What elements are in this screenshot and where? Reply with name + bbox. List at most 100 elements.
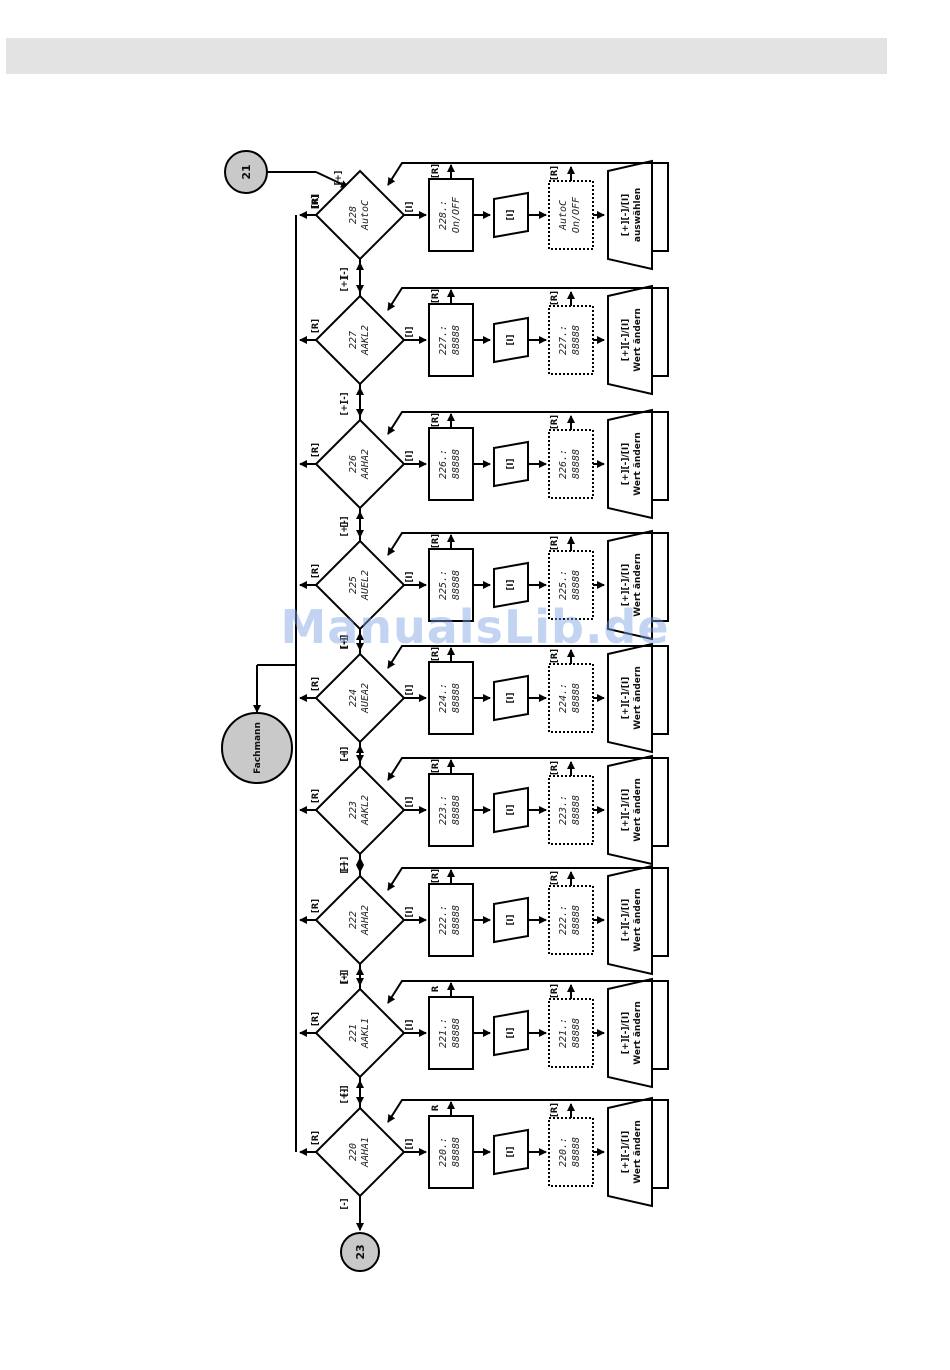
enter-key-226[interactable]: [I] xyxy=(493,440,529,488)
action-220[interactable]: [+][-]/[I]Wert ändern xyxy=(607,1096,653,1208)
decision-name: AUEL2 xyxy=(360,570,371,601)
display-box-222: 222.:88888 xyxy=(428,883,474,957)
i-label: [I] xyxy=(405,326,415,337)
action-keys: [+][-]/[I] xyxy=(621,319,631,362)
decision-name: AAHA2 xyxy=(360,449,371,480)
edit-top: 225.: xyxy=(558,570,569,600)
i-label: [I] xyxy=(405,1019,415,1030)
enter-key-220[interactable]: [I] xyxy=(493,1128,529,1176)
edit-bottom: 88888 xyxy=(571,795,582,825)
action-222[interactable]: [+][-]/[I]Wert ändern xyxy=(607,864,653,976)
i-label: [I] xyxy=(405,796,415,807)
display-r-label: R xyxy=(431,985,441,992)
i-label: [I] xyxy=(405,571,415,582)
enter-key-224[interactable]: [I] xyxy=(493,674,529,722)
edit-r-label: [R] xyxy=(550,1103,560,1117)
plus-label: [+] xyxy=(340,521,350,536)
r-label: [R] xyxy=(311,443,321,457)
plus-label: [+] xyxy=(340,746,350,761)
plus-label: [+] xyxy=(340,634,350,649)
enter-key-label: [I] xyxy=(506,334,516,345)
enter-key-222[interactable]: [I] xyxy=(493,896,529,944)
connector-fachmann[interactable]: Fachmann xyxy=(221,712,293,784)
edit-box-221: 221.:88888 xyxy=(548,998,594,1068)
r-label: [R] xyxy=(311,319,321,333)
edit-top: 226.: xyxy=(558,449,569,479)
watermark: ManualsLib.de xyxy=(280,600,670,654)
enter-key-227[interactable]: [I] xyxy=(493,316,529,364)
i-label: [I] xyxy=(405,450,415,461)
display-r-label: [R] xyxy=(431,413,441,427)
edit-top: 222.: xyxy=(558,905,569,935)
header-bar xyxy=(6,38,887,74)
display-top: 228.: xyxy=(438,200,449,230)
r-label: [R] xyxy=(311,564,321,578)
action-keys: [+][-]/[I] xyxy=(621,1131,631,1174)
minus-label: [-] xyxy=(340,516,350,527)
enter-key-225[interactable]: [I] xyxy=(493,561,529,609)
action-221[interactable]: [+][-]/[I]Wert ändern xyxy=(607,977,653,1089)
r-label: [R] xyxy=(311,677,321,691)
action-228[interactable]: [+][-]/[I]auswählen xyxy=(607,159,653,271)
edit-top: 221.: xyxy=(558,1018,569,1048)
decision-name: AAKL1 xyxy=(360,1018,371,1049)
decision-code: 223 xyxy=(348,801,359,819)
display-top: 222.: xyxy=(438,905,449,935)
minus-label: [-] xyxy=(340,972,350,983)
action-keys: [+][-]/[I] xyxy=(621,194,631,237)
action-text: Wert ändern xyxy=(633,778,643,841)
edit-bottom: 88888 xyxy=(571,325,582,355)
edit-bottom: 88888 xyxy=(571,449,582,479)
action-keys: [+][-]/[I] xyxy=(621,677,631,720)
action-224[interactable]: [+][-]/[I]Wert ändern xyxy=(607,642,653,754)
display-box-228: 228.:On/OFF xyxy=(428,178,474,252)
action-227[interactable]: [+][-]/[I]Wert ändern xyxy=(607,284,653,396)
edit-box-222: 222.:88888 xyxy=(548,885,594,955)
action-text: Wert ändern xyxy=(633,1001,643,1064)
decision-code: 224 xyxy=(348,689,359,707)
edit-r-label: [R] xyxy=(550,761,560,775)
action-226[interactable]: [+][-]/[I]Wert ändern xyxy=(607,408,653,520)
enter-key-223[interactable]: [I] xyxy=(493,786,529,834)
enter-key-label: [I] xyxy=(506,914,516,925)
connector-23[interactable]: 23 xyxy=(340,1232,380,1272)
decision-code: 222 xyxy=(348,911,359,929)
display-box-226: 226.:88888 xyxy=(428,427,474,501)
edit-r-label: [R] xyxy=(550,871,560,885)
connector-21[interactable]: 21 xyxy=(224,150,268,194)
connector-21-label: 21 xyxy=(240,164,253,179)
edit-bottom: 88888 xyxy=(571,570,582,600)
action-keys: [+][-]/[I] xyxy=(621,443,631,486)
edit-r-label: [R] xyxy=(550,984,560,998)
display-top: 225.: xyxy=(438,570,449,600)
display-box-221: 221.:88888 xyxy=(428,996,474,1070)
display-bottom: 88888 xyxy=(451,325,462,355)
display-box-227: 227.:88888 xyxy=(428,303,474,377)
plus-label-top: [+] xyxy=(334,170,344,185)
action-225[interactable]: [+][-]/[I]Wert ändern xyxy=(607,529,653,641)
display-top: 221.: xyxy=(438,1018,449,1048)
r-label-top: [R] xyxy=(311,195,321,209)
edit-box-220: 220.:88888 xyxy=(548,1117,594,1187)
display-top: 224.: xyxy=(438,683,449,713)
display-bottom: On/OFF xyxy=(451,196,462,233)
r-label: [R] xyxy=(311,789,321,803)
minus-label: [-] xyxy=(340,862,350,873)
action-text: Wert ändern xyxy=(633,553,643,616)
edit-bottom: On/OFF xyxy=(571,196,582,233)
enter-key-221[interactable]: [I] xyxy=(493,1009,529,1057)
action-223[interactable]: [+][-]/[I]Wert ändern xyxy=(607,754,653,866)
enter-key-label: [I] xyxy=(506,458,516,469)
enter-key-228[interactable]: [I] xyxy=(493,191,529,239)
display-bottom: 88888 xyxy=(451,1137,462,1167)
